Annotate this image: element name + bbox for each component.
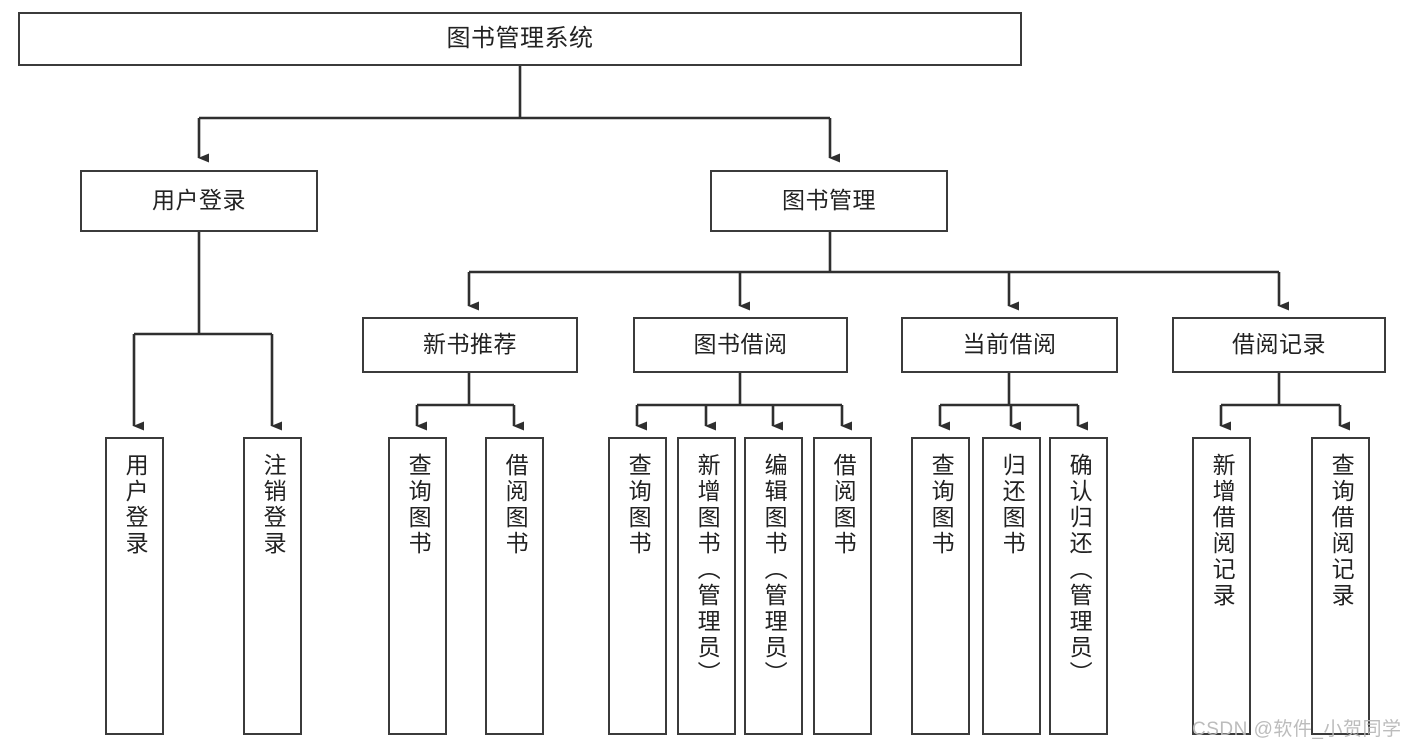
- node-borrow-record-label: 借阅记录: [1232, 331, 1326, 358]
- node-leaf-query-book-borrow-label: 查询图书: [625, 453, 652, 557]
- node-book-borrow[interactable]: 图书借阅: [633, 317, 848, 373]
- node-leaf-add-borrow-record[interactable]: 新增借阅记录: [1192, 437, 1251, 735]
- node-book-manage[interactable]: 图书管理: [710, 170, 948, 232]
- node-leaf-confirm-return[interactable]: 确认归还（管理员）: [1049, 437, 1108, 735]
- node-user-login[interactable]: 用户登录: [80, 170, 318, 232]
- node-user-login-label: 用户登录: [152, 187, 246, 214]
- node-leaf-user-login[interactable]: 用户登录: [105, 437, 164, 735]
- node-root-label: 图书管理系统: [446, 24, 594, 52]
- node-leaf-query-book-current[interactable]: 查询图书: [911, 437, 970, 735]
- node-leaf-add-book[interactable]: 新增图书（管理员）: [677, 437, 736, 735]
- node-book-manage-label: 图书管理: [782, 187, 876, 214]
- node-current-borrow-label: 当前借阅: [962, 331, 1057, 358]
- node-leaf-borrow-book[interactable]: 借阅图书: [813, 437, 872, 735]
- node-leaf-borrow-book-new-label: 借阅图书: [502, 453, 529, 557]
- node-book-borrow-label: 图书借阅: [693, 331, 788, 358]
- node-leaf-confirm-return-label: 确认归还（管理员）: [1066, 453, 1093, 687]
- node-leaf-user-login-label: 用户登录: [122, 453, 149, 557]
- node-leaf-query-borrow-record[interactable]: 查询借阅记录: [1311, 437, 1370, 735]
- node-leaf-add-book-label: 新增图书（管理员）: [694, 453, 721, 687]
- node-leaf-borrow-book-new[interactable]: 借阅图书: [485, 437, 544, 735]
- node-leaf-edit-book[interactable]: 编辑图书（管理员）: [744, 437, 803, 735]
- node-leaf-logout-label: 注销登录: [260, 453, 287, 557]
- node-leaf-query-borrow-record-label: 查询借阅记录: [1328, 453, 1355, 609]
- node-leaf-return-book-label: 归还图书: [999, 453, 1026, 557]
- node-new-book-recommend-label: 新书推荐: [423, 331, 517, 358]
- node-current-borrow[interactable]: 当前借阅: [901, 317, 1118, 373]
- node-leaf-return-book[interactable]: 归还图书: [982, 437, 1041, 735]
- node-leaf-logout[interactable]: 注销登录: [243, 437, 302, 735]
- node-borrow-record[interactable]: 借阅记录: [1172, 317, 1386, 373]
- node-root[interactable]: 图书管理系统: [18, 12, 1022, 66]
- node-leaf-query-book-new[interactable]: 查询图书: [388, 437, 447, 735]
- node-leaf-query-book-borrow[interactable]: 查询图书: [608, 437, 667, 735]
- csdn-watermark: CSDN @软件_小贺同学: [1192, 719, 1402, 740]
- node-leaf-edit-book-label: 编辑图书（管理员）: [761, 453, 788, 687]
- node-leaf-borrow-book-label: 借阅图书: [830, 453, 857, 557]
- node-new-book-recommend[interactable]: 新书推荐: [362, 317, 578, 373]
- node-leaf-add-borrow-record-label: 新增借阅记录: [1209, 453, 1236, 609]
- node-leaf-query-book-current-label: 查询图书: [928, 453, 955, 557]
- node-leaf-query-book-new-label: 查询图书: [405, 453, 432, 557]
